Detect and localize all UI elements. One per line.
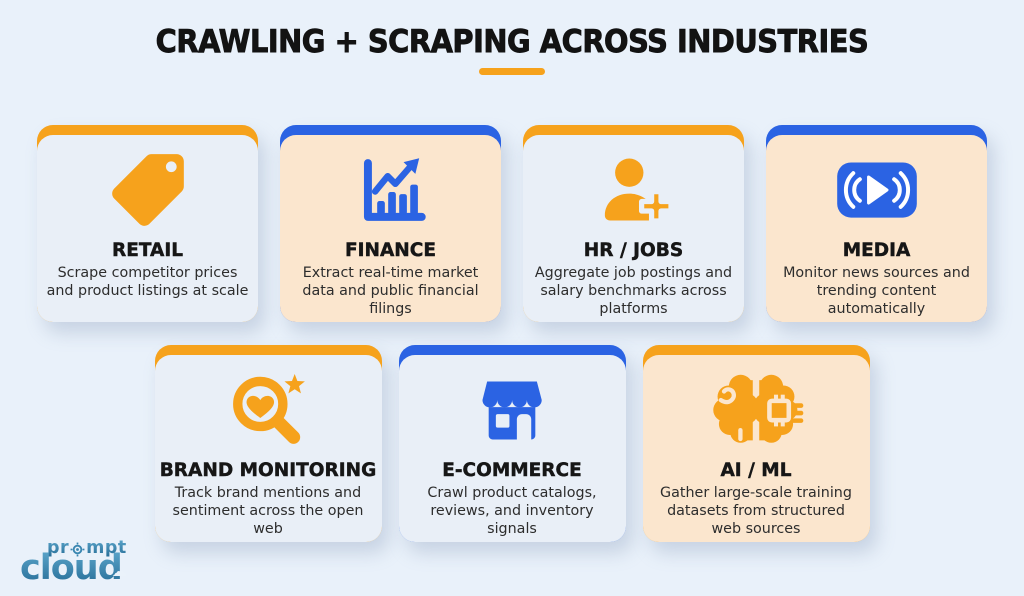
card-ai-ml: AI / ML Gather large-scale training data… bbox=[642, 345, 870, 542]
magnifier-heart-star-icon bbox=[233, 373, 305, 444]
card-finance: FINANCE Extract real-time market data an… bbox=[280, 125, 501, 322]
card-description: Scrape competitor prices and product lis… bbox=[46, 265, 249, 299]
card-hr-jobs: HR / JOBS Aggregate job postings and sal… bbox=[523, 125, 744, 322]
card-title: FINANCE bbox=[344, 240, 437, 261]
card-title: BRAND MONITORING bbox=[159, 460, 377, 481]
card-title: HR / JOBS bbox=[583, 240, 684, 261]
card-description: Crawl product catalogs, reviews, and inv… bbox=[427, 485, 597, 537]
infographic-page: { "header": { "title": "CRAWLING + SCRAP… bbox=[0, 24, 1024, 596]
bottom-card-row: BRAND MONITORING Track brand mentions an… bbox=[0, 345, 1024, 542]
card-description: Aggregate job postings and salary benchm… bbox=[534, 265, 733, 317]
card-description: Gather large-scale training datasets fro… bbox=[660, 485, 852, 537]
card-title: RETAIL bbox=[111, 240, 184, 261]
title-underline-bar bbox=[479, 68, 545, 75]
target-crosshair-icon bbox=[70, 542, 85, 556]
broadcast-play-icon bbox=[836, 162, 917, 218]
card-brand-monitoring: BRAND MONITORING Track brand mentions an… bbox=[154, 345, 382, 542]
card-retail: RETAIL Scrape competitor prices and prod… bbox=[37, 125, 258, 322]
card-title: MEDIA bbox=[842, 240, 911, 261]
storefront-icon bbox=[482, 381, 542, 440]
logo-cloud-text: cloud ☁ bbox=[20, 548, 127, 588]
card-title: AI / ML bbox=[720, 460, 792, 481]
page-title: CRAWLING + SCRAPING ACROSS INDUSTRIES bbox=[155, 24, 869, 61]
card-ecommerce: E-COMMERCE Crawl product catalogs, revie… bbox=[398, 345, 626, 542]
card-description: Track brand mentions and sentiment acros… bbox=[172, 485, 364, 537]
bar-chart-growth-icon bbox=[363, 158, 426, 221]
card-title: E-COMMERCE bbox=[442, 460, 582, 481]
add-person-icon bbox=[604, 158, 674, 224]
card-media: MEDIA Monitor news sources and trending … bbox=[766, 125, 987, 322]
card-description: Extract real-time market data and public… bbox=[302, 265, 479, 317]
card-description: Monitor news sources and trending conten… bbox=[783, 265, 970, 317]
logo-prompt-text: pr mpt bbox=[47, 538, 127, 558]
brain-chip-icon bbox=[713, 374, 804, 443]
price-tag-icon bbox=[111, 154, 184, 226]
top-card-row: RETAIL Scrape competitor prices and prod… bbox=[0, 125, 1024, 322]
promptcloud-logo: pr mpt cloud ☁ bbox=[20, 538, 127, 586]
